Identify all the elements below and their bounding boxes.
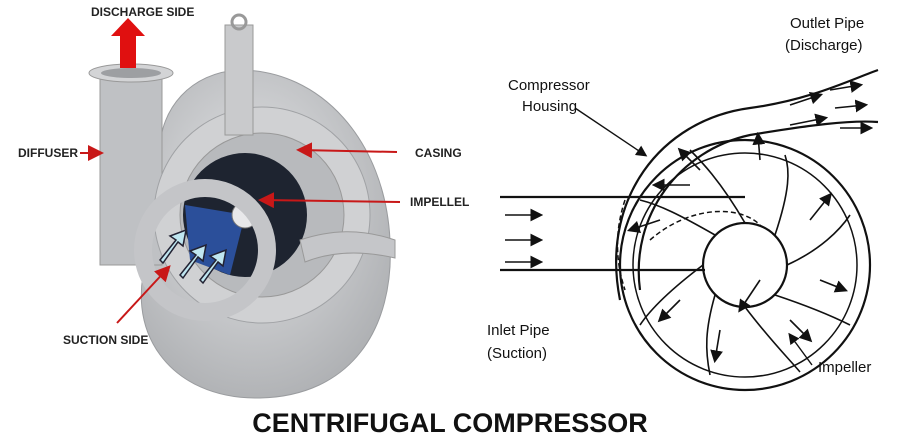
red-arrows xyxy=(80,18,401,324)
compressor-schematic xyxy=(500,68,879,392)
discharge-arrow-icon xyxy=(111,18,145,68)
label-impeller-schematic: Impeller xyxy=(818,359,871,376)
flow-arrows xyxy=(158,228,227,285)
compressor-3d xyxy=(88,13,396,399)
label-discharge: (Discharge) xyxy=(785,37,863,54)
label-outlet-pipe: Outlet Pipe xyxy=(790,15,864,32)
label-compressor: Compressor xyxy=(508,77,590,94)
label-housing: Housing xyxy=(522,98,577,115)
label-suction-side: SUCTION SIDE xyxy=(63,333,148,347)
diagram-title: CENTRIFUGAL COMPRESSOR xyxy=(252,408,648,438)
label-suction: (Suction) xyxy=(487,345,547,362)
label-diffuser: DIFFUSER xyxy=(18,146,78,160)
label-inlet-pipe: Inlet Pipe xyxy=(487,322,550,339)
label-casing: CASING xyxy=(415,146,462,160)
label-impeller: IMPELLEL xyxy=(410,195,469,209)
label-discharge-side: DISCHARGE SIDE xyxy=(91,5,194,19)
